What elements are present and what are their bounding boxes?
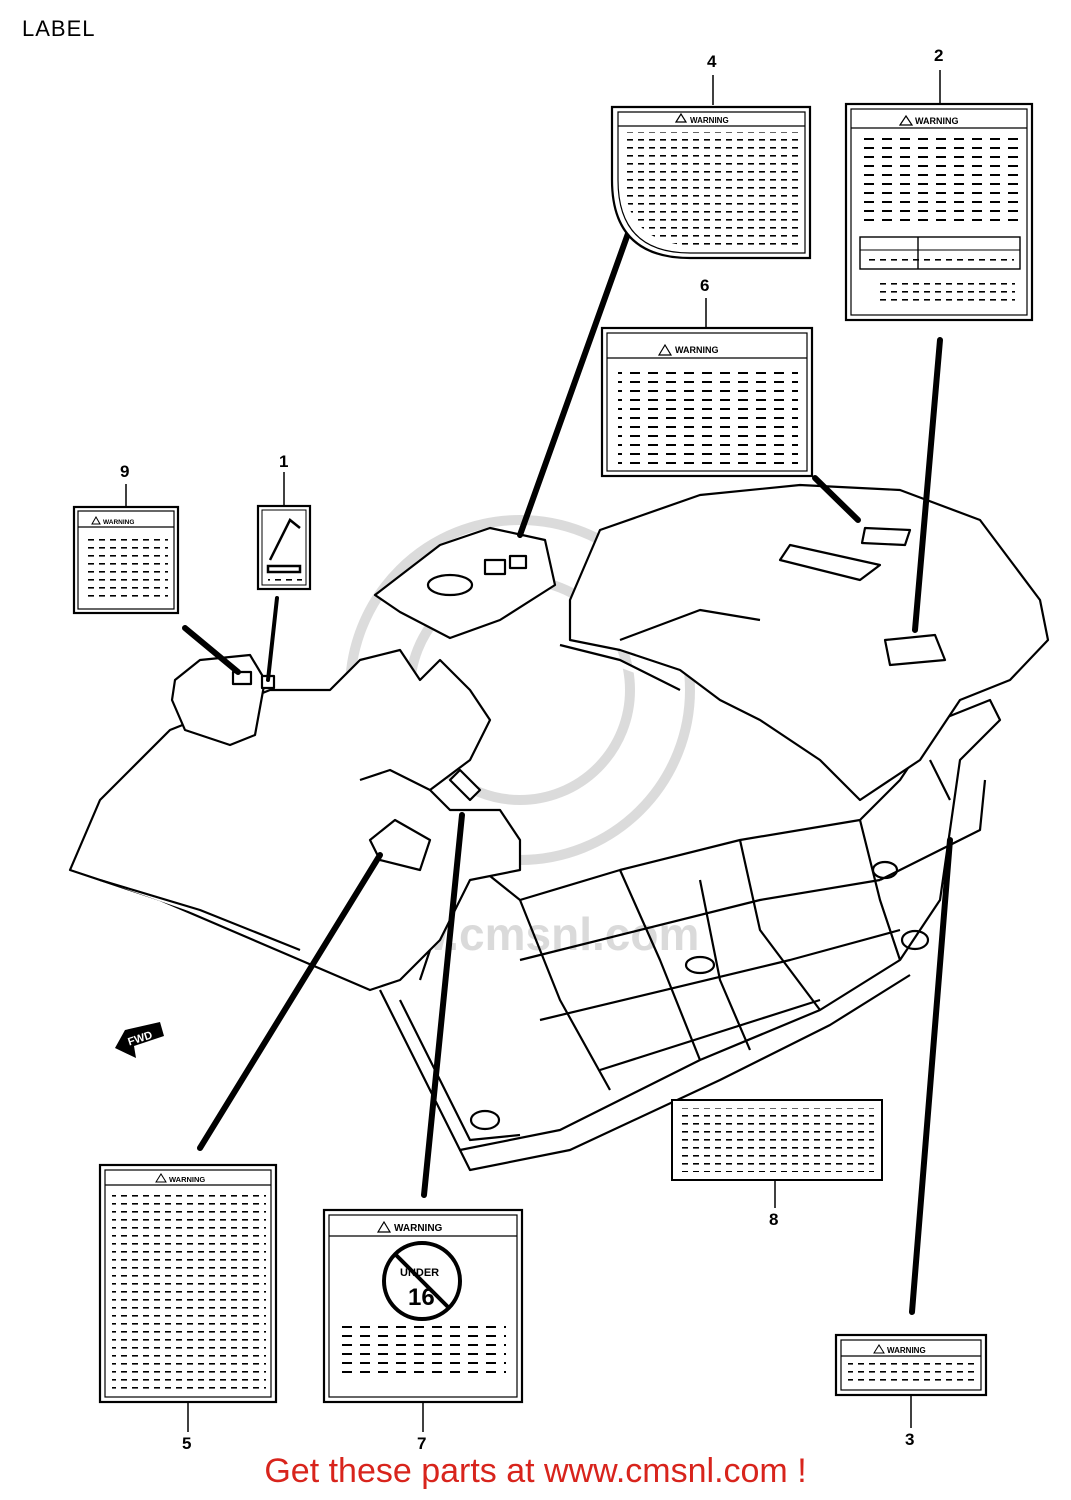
label-part-2: WARNING [844, 102, 1034, 322]
frame-chassis [379, 698, 1002, 1172]
part-ref-4: 4 [707, 52, 717, 71]
rear-fender [559, 483, 1050, 802]
part-ref-7: 7 [417, 1434, 427, 1453]
label-part-4: WARNING [610, 105, 812, 260]
warning-triangle-icon [674, 112, 688, 123]
label-part-1 [256, 504, 312, 591]
label-part-5: WARNING [98, 1163, 278, 1404]
footer-link-text[interactable]: Get these parts at www.cmsnl.com ! [264, 1452, 807, 1490]
no-under-16-icon: UNDER 16 [382, 1241, 462, 1321]
label-part-9: WARNING [72, 505, 180, 615]
warning-text: WARNING [887, 1346, 926, 1355]
leader-lines [182, 225, 953, 1315]
warning-text: WARNING [394, 1223, 443, 1234]
part-ref-2: 2 [934, 46, 944, 65]
part-ref-1: 1 [279, 452, 289, 471]
warning-text: WARNING [675, 345, 719, 355]
label-part-6: WARNING [600, 326, 814, 478]
part-ref-8: 8 [769, 1210, 779, 1229]
part-ref-6: 6 [700, 276, 710, 295]
part-ref-5: 5 [182, 1434, 192, 1453]
part-ref-9: 9 [120, 462, 130, 481]
label-part-3: WARNING [834, 1333, 988, 1397]
warning-triangle-icon [873, 1344, 885, 1354]
front-fender [68, 648, 522, 992]
warning-triangle-icon [91, 515, 101, 525]
warning-triangle-icon [376, 1220, 392, 1233]
choke-lever-icon [266, 518, 302, 574]
warning-triangle-icon [155, 1173, 167, 1183]
warning-triangle-icon [657, 343, 673, 356]
warning-text: WARNING [103, 519, 134, 526]
warning-text: WARNING [690, 116, 729, 125]
warning-triangle-icon [898, 114, 914, 126]
label-part-8 [671, 1099, 883, 1181]
warning-text: WARNING [169, 1175, 205, 1184]
warning-text: WARNING [915, 116, 959, 126]
label-part-7: WARNING UNDER 16 [322, 1208, 524, 1404]
headlight-housing [170, 653, 276, 747]
fwd-arrow-icon: FWD [115, 1022, 164, 1058]
part-ref-3: 3 [905, 1430, 915, 1449]
callout-ticks [125, 70, 941, 1432]
center-cover [373, 526, 557, 640]
diagram-title: LABEL [22, 16, 96, 41]
